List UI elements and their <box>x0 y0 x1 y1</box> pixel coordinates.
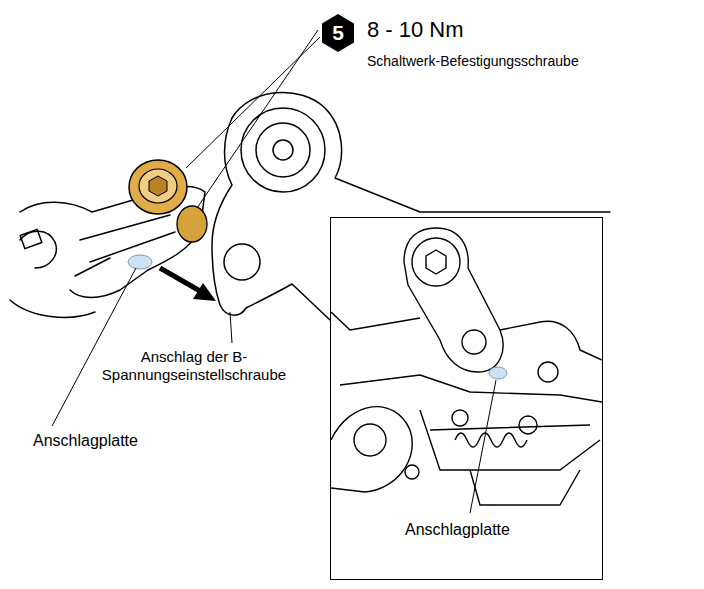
leader-line <box>230 312 232 343</box>
inset-bolt-hex <box>426 250 446 274</box>
inset-pulley <box>331 407 412 492</box>
leader-line <box>52 268 136 426</box>
inset-hanger-edge <box>331 312 420 330</box>
torque-value: 8 - 10 Nm <box>367 17 464 43</box>
mounting-bolt <box>129 160 187 214</box>
hanger-boss <box>241 108 325 192</box>
inset-body-top <box>500 321 602 360</box>
part-name: Schaltwerk-Befestigungsschraube <box>367 53 579 70</box>
bolt-nut <box>177 206 207 242</box>
bracket-edge <box>10 300 95 317</box>
hanger-outline <box>232 92 610 212</box>
inset-hole <box>462 330 486 354</box>
inset-screw <box>452 410 468 426</box>
inset-pivot <box>538 362 558 382</box>
inset-cage <box>420 410 600 470</box>
stopper-plate <box>128 255 152 269</box>
bracket-ribs <box>75 215 175 276</box>
inset-bolt-head <box>412 238 460 286</box>
hanger-ring <box>256 123 310 177</box>
bracket-bolt <box>20 229 42 248</box>
callout-hexagon <box>322 14 354 52</box>
hanger-lower <box>212 118 330 320</box>
leader-line <box>197 30 318 208</box>
direction-arrow <box>160 268 200 291</box>
inset-spring <box>455 433 527 447</box>
arrow-head <box>193 283 216 301</box>
inset-frame: Anschlagplatte <box>330 217 603 580</box>
inset-bracket <box>470 470 580 505</box>
inset-hanger-plate <box>404 228 503 372</box>
bracket-pivot <box>20 231 56 268</box>
part-name: Anschlag der B-Spannungseinstellschraube <box>84 348 304 384</box>
bolt-head <box>139 169 177 203</box>
inset-pulley-hub <box>354 424 386 456</box>
hanger-hole <box>273 140 293 160</box>
hanger-lower-hole <box>224 244 260 280</box>
bolt-hex <box>149 176 167 196</box>
inset-stopper-plate <box>489 367 507 379</box>
part-name: Anschlagplatte <box>405 520 510 539</box>
inset-screw <box>405 465 419 479</box>
inset-link <box>340 375 602 402</box>
part-name: Anschlagplatte <box>33 431 138 450</box>
callout-number: 5 <box>322 20 354 45</box>
inset-screw <box>519 416 537 434</box>
